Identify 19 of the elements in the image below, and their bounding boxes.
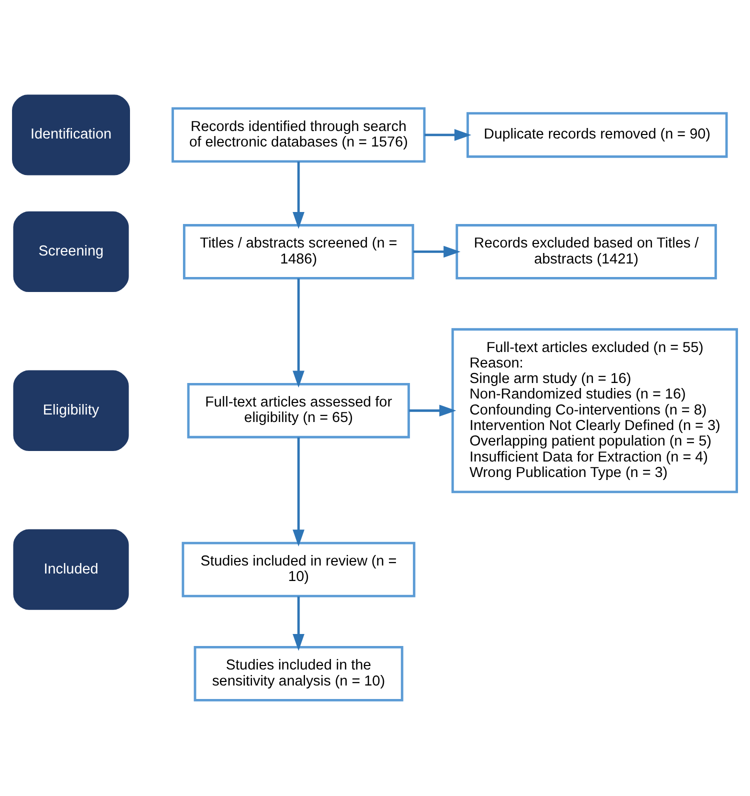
arrow: [413, 246, 460, 258]
node-box: Duplicate records removed (n = 90): [466, 112, 728, 158]
arrow: [292, 162, 304, 229]
arrow: [292, 278, 304, 388]
node-box: Titles / abstracts screened (n = 1486): [182, 224, 414, 280]
arrow: [292, 437, 304, 547]
node-box: Screening: [13, 211, 129, 292]
node-box: Studies included in review (n = 10): [182, 542, 416, 598]
arrow: [409, 404, 456, 417]
node-box: Records identified through search of electronic databases (n = 1576): [172, 107, 426, 163]
node-box: Full-text articles assessed for eligibility (n = 65): [187, 382, 410, 438]
node-box: Records excluded based on Titles / abstracts (1421): [456, 224, 717, 280]
node-box: Included: [13, 529, 129, 610]
arrow: [424, 129, 472, 141]
node-box: Eligibility: [13, 370, 129, 451]
node-box: Identification: [12, 94, 130, 176]
arrow: [292, 596, 304, 651]
node-box: Full-text articles excluded (n = 55) Reason: Single arm study (n = 16) Non-Randomized studies (n = 16) Confounding Co-interventions (n = 8) Intervention Not Clearly Defined (n = 3) Overlapping patient population (n = 5) Insufficient Data for Extraction (n = 4) Wrong Publication Type (n = 3): [451, 328, 738, 494]
node-box: Studies included in the sensitivity analysis (n = 10): [194, 646, 404, 702]
